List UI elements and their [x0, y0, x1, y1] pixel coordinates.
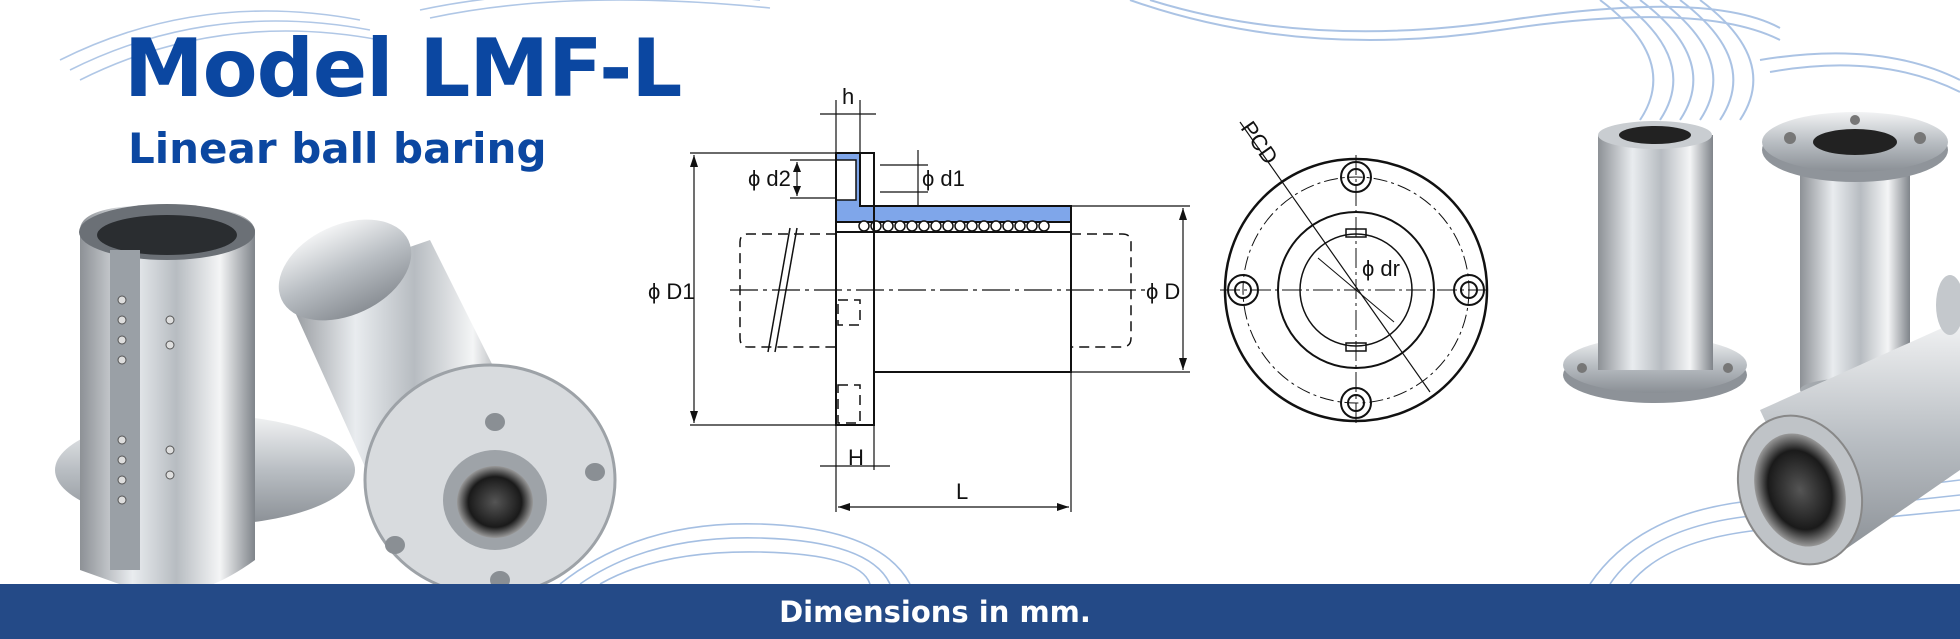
page-title: Model LMF-L	[124, 22, 682, 115]
footer-banner: Dimensions in mm.	[0, 584, 1960, 639]
label-h: h	[842, 84, 854, 109]
wave-pattern-top-right	[1129, 0, 1960, 121]
front-view-drawing	[1220, 121, 1492, 425]
label-d1: ϕ d1	[922, 166, 965, 191]
label-D: ϕ D	[1146, 279, 1180, 304]
label-L: L	[956, 479, 968, 504]
flanged-bearing-photo	[278, 219, 617, 597]
label-D1: ϕ D1	[648, 279, 695, 304]
product-photo-tall-flange-up	[1762, 112, 1948, 402]
footer-text: Dimensions in mm.	[779, 594, 1091, 629]
side-view-labels: h ϕ d2 ϕ d1 ϕ D1 ϕ D H L	[648, 84, 1180, 504]
label-dr: ϕ dr	[1362, 256, 1400, 281]
page-subtitle: Linear ball baring	[128, 124, 547, 173]
label-d2: ϕ d2	[748, 166, 791, 191]
product-photo-tall-flange-down	[1563, 121, 1747, 403]
side-view-drawing	[690, 100, 1190, 512]
cutaway-bearing-photo	[55, 204, 355, 596]
product-photo-lying	[1736, 275, 1960, 566]
wave-pattern-top-left	[59, 0, 771, 81]
label-pcd: PCD	[1236, 117, 1283, 169]
label-H: H	[848, 445, 864, 470]
